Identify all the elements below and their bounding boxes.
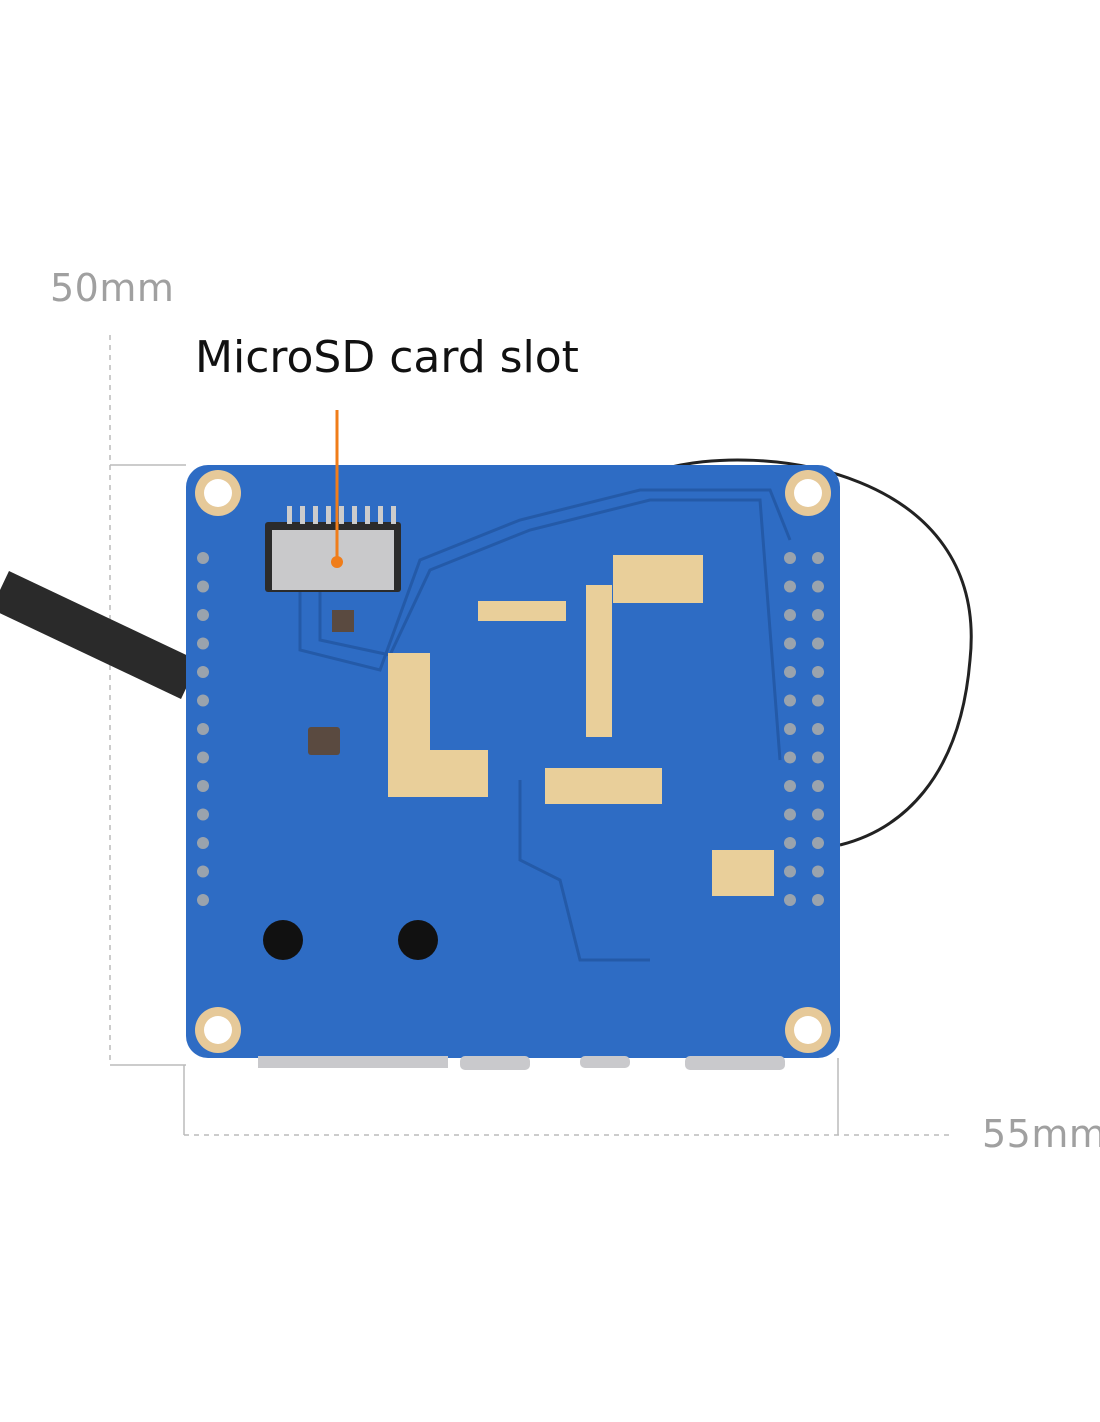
header-pin (784, 751, 796, 764)
header-pin (784, 837, 796, 849)
header-pin (197, 694, 209, 707)
header-pin (812, 666, 824, 678)
header-pin (197, 552, 209, 564)
sd-pin (326, 506, 331, 524)
header-pin (784, 609, 796, 621)
dimension-lines (109, 335, 950, 1136)
header-pin (784, 723, 796, 735)
header-pin (784, 666, 796, 678)
header-pin (197, 894, 209, 906)
header-pin (197, 723, 209, 735)
header-pin (197, 808, 209, 821)
header-pin (197, 751, 209, 764)
sd-pin (313, 506, 318, 524)
header-pin (784, 552, 796, 564)
header-pin (784, 580, 796, 593)
sd-pin (300, 506, 305, 524)
mounting-holes (195, 470, 831, 1053)
header-pin (812, 751, 824, 764)
header-pin (812, 894, 824, 906)
header-pin (197, 837, 209, 849)
header-pin (812, 609, 824, 621)
header-pins (197, 552, 824, 906)
header-pin (812, 808, 824, 821)
header-pin (812, 780, 824, 792)
header-pin (812, 580, 824, 593)
sd-pin (365, 506, 370, 524)
header-pin (784, 780, 796, 792)
header-pin (784, 894, 796, 906)
gold-pads (388, 555, 774, 896)
height-dimension-label: 50mm (50, 266, 175, 310)
header-pin (812, 694, 824, 707)
header-pin (197, 609, 209, 621)
sd-pin (378, 506, 383, 524)
callout-dot (331, 556, 343, 568)
cable (0, 571, 199, 699)
header-pin (784, 694, 796, 707)
header-pin (812, 637, 824, 650)
header-pin (197, 637, 209, 650)
sd-pin (352, 506, 357, 524)
sd-pin (391, 506, 396, 524)
sd-pin (339, 506, 344, 524)
microsd-slot (265, 506, 401, 592)
antenna-wire (659, 458, 973, 847)
header-pin (784, 808, 796, 821)
header-pin (812, 865, 824, 878)
header-pin (784, 865, 796, 878)
header-pin (197, 780, 209, 792)
header-pin (812, 552, 824, 564)
header-pin (197, 666, 209, 678)
width-dimension-label: 55mm (982, 1112, 1100, 1156)
microsd-callout-label: MicroSD card slot (195, 332, 579, 383)
header-pin (197, 865, 209, 878)
header-pin (812, 837, 824, 849)
header-pin (197, 580, 209, 593)
header-pin (812, 723, 824, 735)
sd-pin (287, 506, 292, 524)
header-pin (784, 637, 796, 650)
